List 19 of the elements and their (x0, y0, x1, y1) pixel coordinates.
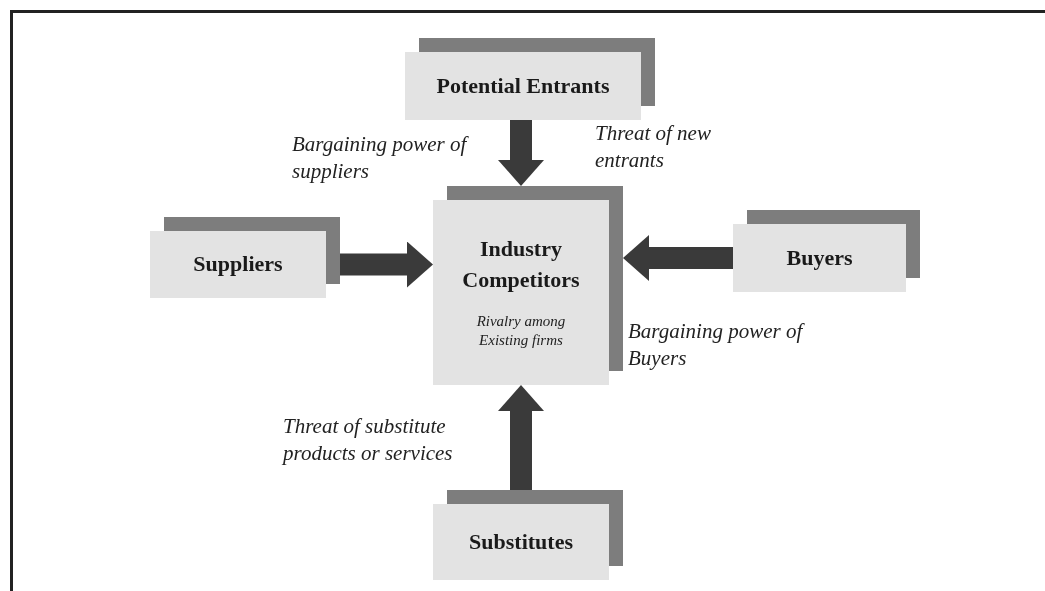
box-title: Industry Competitors (461, 235, 581, 294)
box-title: Potential Entrants (436, 71, 610, 100)
box-subtitle: Rivalry among Existing firms (475, 311, 567, 351)
block-arrow (623, 235, 733, 281)
block-arrow (498, 385, 544, 490)
shadowed-box (150, 217, 340, 298)
box-title: Substitutes (469, 527, 573, 556)
shadowed-box (433, 186, 623, 385)
force-label: Bargaining power of Buyers (628, 318, 806, 373)
shadowed-box (733, 210, 920, 292)
block-arrow (340, 241, 433, 288)
box-title: Buyers (786, 243, 853, 272)
shadowed-box (433, 490, 623, 580)
block-arrow (498, 120, 544, 186)
force-label: Threat of substitute products or services (283, 413, 454, 468)
box-title: Suppliers (193, 250, 283, 279)
shadowed-box (405, 38, 655, 120)
force-label: Bargaining power of suppliers (292, 131, 470, 186)
force-label: Threat of new entrants (595, 120, 712, 175)
